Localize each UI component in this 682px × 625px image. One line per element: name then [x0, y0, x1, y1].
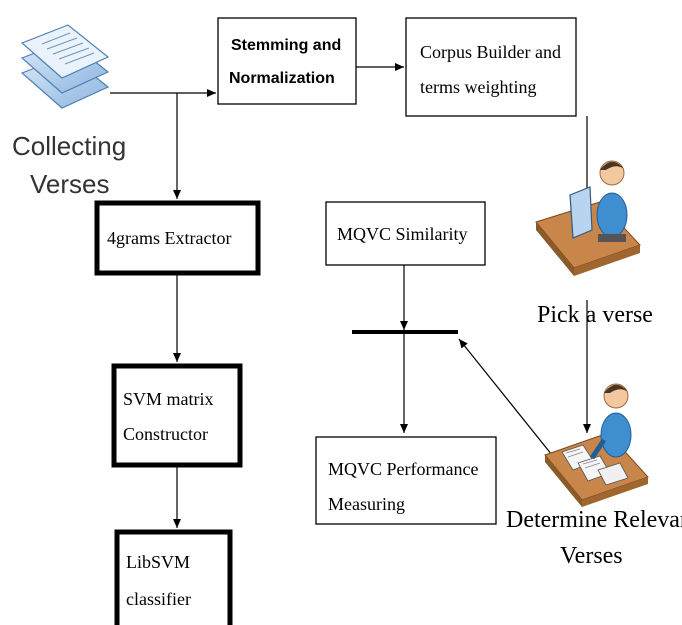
libsvm-label-line2: classifier [126, 589, 191, 609]
mqvc-similarity-label: MQVC Similarity [337, 224, 468, 244]
pick-verse-label: Pick a verse [537, 302, 653, 328]
corpus-label-line1: Corpus Builder and [420, 42, 561, 62]
stemming-normalization-box [217, 17, 357, 105]
determine-relevant-label-line2: Verses [560, 543, 623, 569]
fourgrams-label: 4grams Extractor [107, 228, 231, 248]
corpus-label-line2: terms weighting [420, 77, 536, 97]
mqvc-performance-box [315, 436, 497, 525]
collecting-verses-label-line2: Verses [30, 169, 110, 199]
user-at-computer-icon [535, 160, 641, 276]
documents-icon [20, 24, 110, 109]
stemming-label-line1: Stemming and [231, 37, 341, 54]
edges [110, 63, 591, 528]
corpus-builder-box [405, 17, 577, 117]
stemming-label-line2: Normalization [229, 70, 335, 87]
collecting-verses-label-line1: Collecting [12, 131, 126, 161]
determine-relevant-label-line1: Determine Relevant [506, 507, 682, 533]
svm-matrix-box [111, 363, 243, 468]
mqvc-performance-label-line1: MQVC Performance [328, 459, 478, 479]
user-reviewing-papers-icon [544, 383, 649, 507]
mqvc-performance-label-line2: Measuring [328, 494, 405, 514]
svm-matrix-label-line1: SVM matrix [123, 389, 214, 409]
libsvm-label-line1: LibSVM [126, 552, 190, 572]
edge-determine-to-bar [458, 338, 553, 456]
svm-matrix-label-line2: Constructor [123, 424, 208, 444]
libsvm-classifier-box [114, 529, 233, 625]
mqvc-similarity-box [325, 201, 486, 266]
fourgrams-extractor-box [94, 200, 261, 276]
